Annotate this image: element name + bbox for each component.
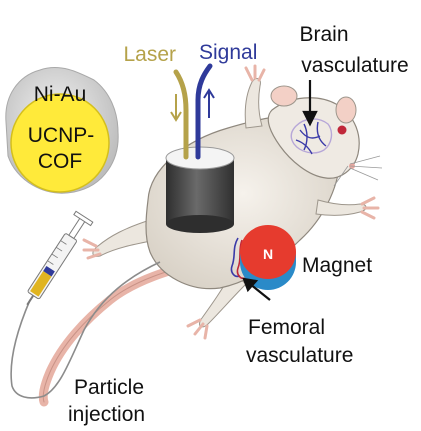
optical-probe xyxy=(165,63,235,233)
femoral-label-line2: vasculature xyxy=(246,344,353,367)
magnet-label: Magnet xyxy=(302,254,372,277)
syringe xyxy=(10,210,161,399)
femoral-pointer-arrow xyxy=(242,277,271,301)
syringe-fluid xyxy=(30,271,52,297)
magnet-pole-label: N xyxy=(263,246,273,262)
signal-fiber xyxy=(195,63,213,160)
injection-label-line1: Particle xyxy=(74,376,144,399)
brain-vasculature xyxy=(290,118,333,155)
laser-label: Laser xyxy=(123,43,176,66)
mouse-front-leg-upper xyxy=(244,78,263,129)
signal-label: Signal xyxy=(199,41,257,64)
mouse-whiskers xyxy=(333,155,383,187)
brain-label-line2: vasculature xyxy=(301,54,408,77)
nanoparticle: Ni-Au UCNP- COF xyxy=(5,66,119,194)
probe-bottom xyxy=(166,215,234,233)
ucnp-cof-core xyxy=(10,93,110,193)
injection-label-line2: injection xyxy=(68,403,145,426)
femoral-label-line1: Femoral xyxy=(248,316,325,339)
brain-label-line1: Brain xyxy=(299,23,348,46)
laser-arrow xyxy=(170,94,182,122)
laser-fiber xyxy=(173,69,189,160)
femoral-vasculature xyxy=(230,237,247,280)
signal-arrow xyxy=(203,88,215,118)
magnet: N xyxy=(240,225,296,290)
brain-pointer-arrow xyxy=(302,80,318,127)
magnet-top xyxy=(240,225,296,279)
mouse-eye xyxy=(337,125,347,135)
shell-label: Ni-Au xyxy=(34,83,87,106)
mouse-ear-left xyxy=(270,85,298,107)
core-label-line2: COF xyxy=(38,150,82,173)
catheter-line xyxy=(10,261,161,399)
mouse-ear-right xyxy=(335,96,357,124)
mouse-front-leg-lower xyxy=(315,199,367,216)
core-label-line1: UCNP- xyxy=(28,124,95,147)
